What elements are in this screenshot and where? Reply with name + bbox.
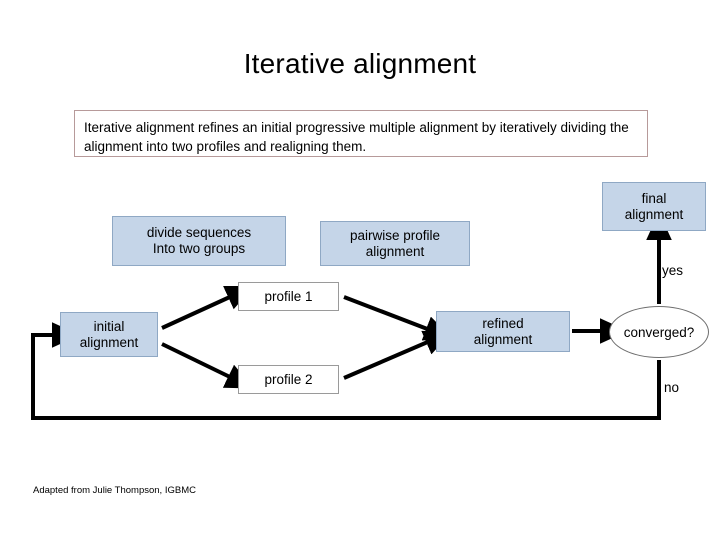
node-profile1-label: profile 1 (264, 288, 313, 304)
node-refined-line2: alignment (473, 331, 533, 347)
node-refined-line1: refined (482, 315, 524, 331)
node-initial-line2: alignment (79, 334, 139, 350)
summary-box: Iterative alignment refines an initial p… (74, 110, 648, 157)
node-initial-line1: initial (93, 318, 125, 334)
node-final-line1: final (641, 190, 667, 206)
node-profile-1[interactable]: profile 1 (238, 282, 339, 311)
arrow-initial-to-profile2 (161, 342, 254, 389)
credit-text: Adapted from Julie Thompson, IGBMC (33, 485, 196, 496)
node-profile-2[interactable]: profile 2 (238, 365, 339, 394)
node-converged-decision[interactable]: converged? (609, 306, 709, 358)
node-divide-line2: Into two groups (152, 241, 246, 256)
arrow-profile1-to-refined (343, 295, 453, 341)
node-refined-alignment[interactable]: refined alignment (436, 311, 570, 352)
summary-text: Iterative alignment refines an initial p… (84, 120, 629, 154)
arrow-initial-to-profile1 (161, 286, 254, 330)
node-converged-label: converged? (623, 324, 695, 340)
node-profile2-label: profile 2 (264, 371, 313, 387)
arrow-profile2-to-refined (343, 330, 453, 380)
node-divide-sequences[interactable]: divide sequences Into two groups (112, 216, 286, 266)
node-initial-alignment[interactable]: initial alignment (60, 312, 158, 357)
node-pairwise-profile-alignment[interactable]: pairwise profile alignment (320, 221, 470, 266)
edge-label-yes: yes (662, 263, 684, 278)
node-final-alignment[interactable]: final alignment (602, 182, 706, 231)
edge-label-no: no (664, 380, 680, 395)
node-pairwise-line1: pairwise profile (349, 227, 441, 243)
page-title: Iterative alignment (243, 48, 477, 79)
node-final-line2: alignment (624, 206, 684, 222)
node-divide-line1: divide sequences (146, 225, 252, 240)
node-pairwise-line2: alignment (365, 243, 425, 259)
